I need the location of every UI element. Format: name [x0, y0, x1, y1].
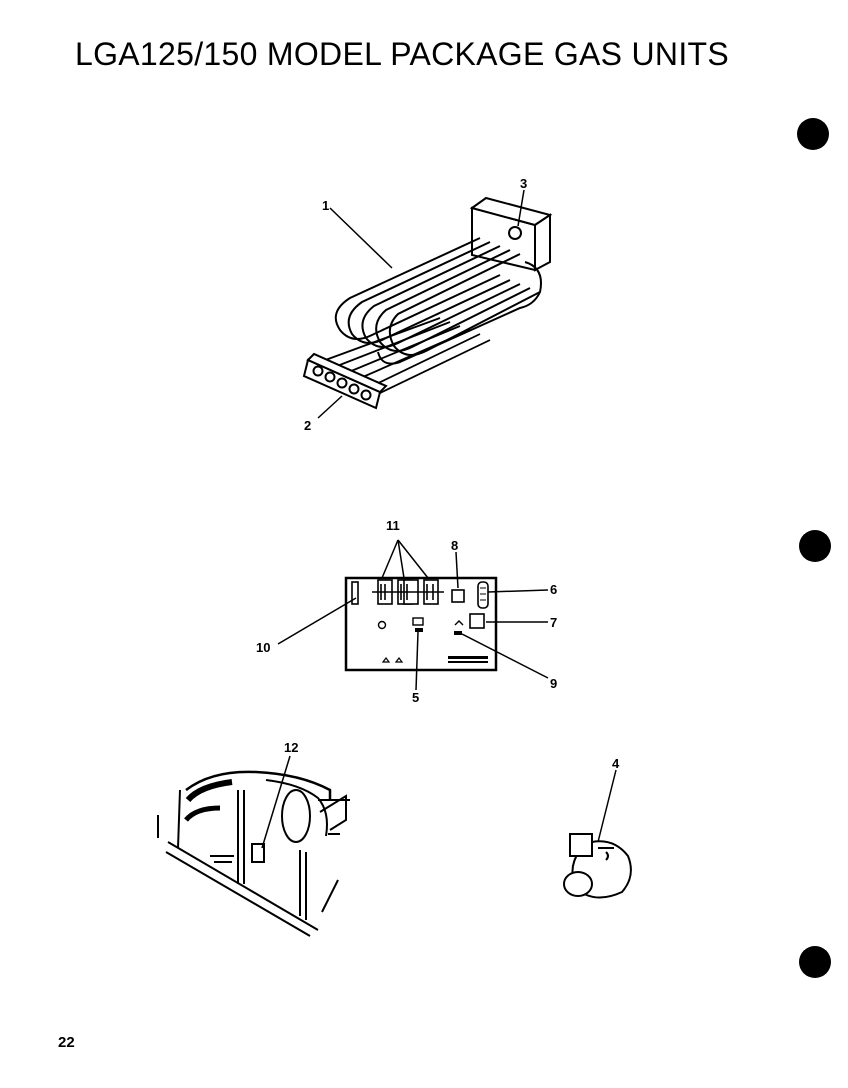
callout-1: 1	[322, 198, 329, 213]
callout-6: 6	[550, 582, 557, 597]
control-board-illustration	[344, 576, 498, 672]
callout-4: 4	[612, 756, 620, 771]
leader-line-3	[517, 189, 525, 227]
inducer-blower-illustration	[563, 833, 632, 899]
callout-5: 5	[412, 690, 419, 705]
heat-exchanger-illustration	[302, 196, 553, 410]
leader-line-1	[329, 207, 393, 269]
callout-8: 8	[451, 538, 458, 553]
board-leader-lines	[277, 539, 549, 691]
punch-hole-bottom	[799, 946, 831, 978]
leader-line-12	[261, 755, 291, 849]
punch-hole-top	[797, 118, 829, 150]
leader-line-4	[597, 769, 617, 843]
callout-7: 7	[550, 615, 557, 630]
page-number: 22	[58, 1034, 75, 1051]
callout-3: 3	[520, 176, 527, 191]
callout-2: 2	[304, 418, 311, 433]
leader-line-2	[317, 395, 343, 419]
blower-housing-illustration	[157, 770, 350, 937]
callout-12: 12	[284, 740, 298, 755]
callout-10: 10	[256, 640, 270, 655]
callout-9: 9	[550, 676, 557, 691]
callout-11: 11	[386, 518, 400, 533]
page-title: LGA125/150 MODEL PACKAGE GAS UNITS	[75, 36, 729, 72]
punch-hole-middle	[799, 530, 831, 562]
